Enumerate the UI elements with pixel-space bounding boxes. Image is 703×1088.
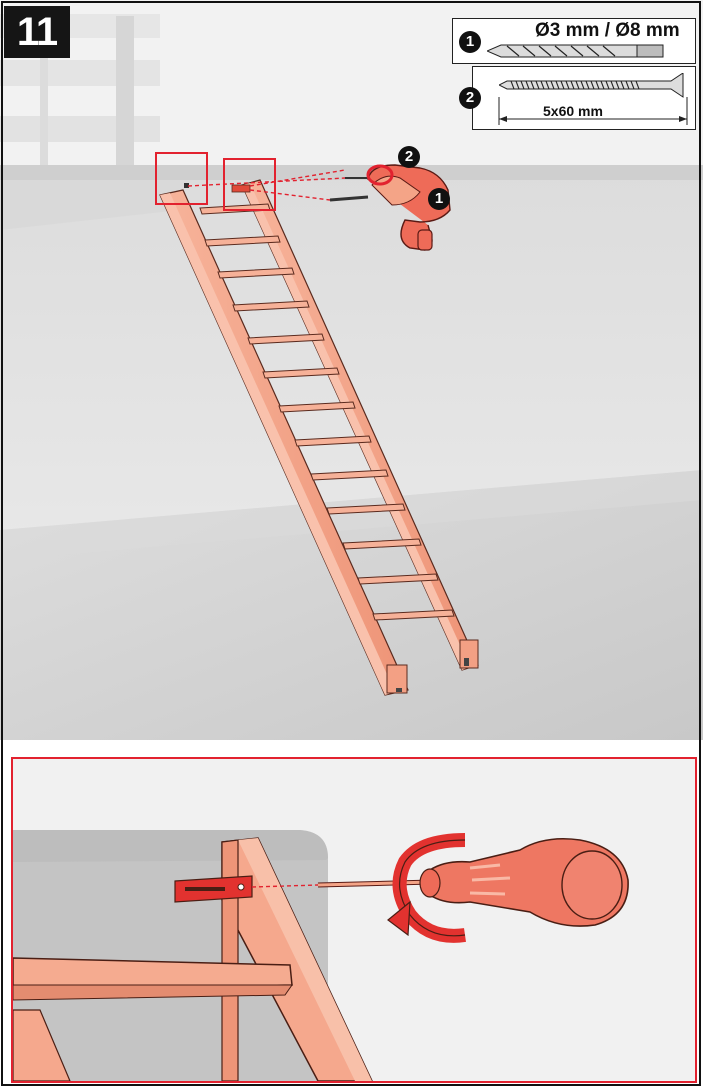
screwdriver-icon <box>317 837 629 927</box>
screw-icon <box>499 73 684 98</box>
part-1-marker: 1 <box>459 31 481 53</box>
drill-bit-spec: Ø3 mm / Ø8 mm <box>535 20 680 41</box>
highlight-left-bracket <box>155 152 208 205</box>
part-2-screw-box: 2 5 <box>459 66 696 130</box>
railing <box>0 14 160 166</box>
part-2-marker: 2 <box>459 87 481 109</box>
drill-icon <box>329 164 451 251</box>
screw-length-dimension <box>498 97 688 125</box>
screw-spec: 5x60 mm <box>543 103 603 119</box>
drill-callout-2: 2 <box>398 146 420 168</box>
drill-callout-1: 1 <box>428 188 450 210</box>
rotation-arrow-icon <box>387 833 466 943</box>
detail-view-frame <box>11 757 697 1083</box>
stair-ladder <box>159 179 479 696</box>
part-1-drill-bit-box: 1 Ø3 mm / Ø8 mm <box>452 18 696 64</box>
drill-bit-icon <box>487 44 664 58</box>
drill-guide-lines <box>187 169 346 201</box>
step-number-badge: 11 <box>4 6 70 58</box>
